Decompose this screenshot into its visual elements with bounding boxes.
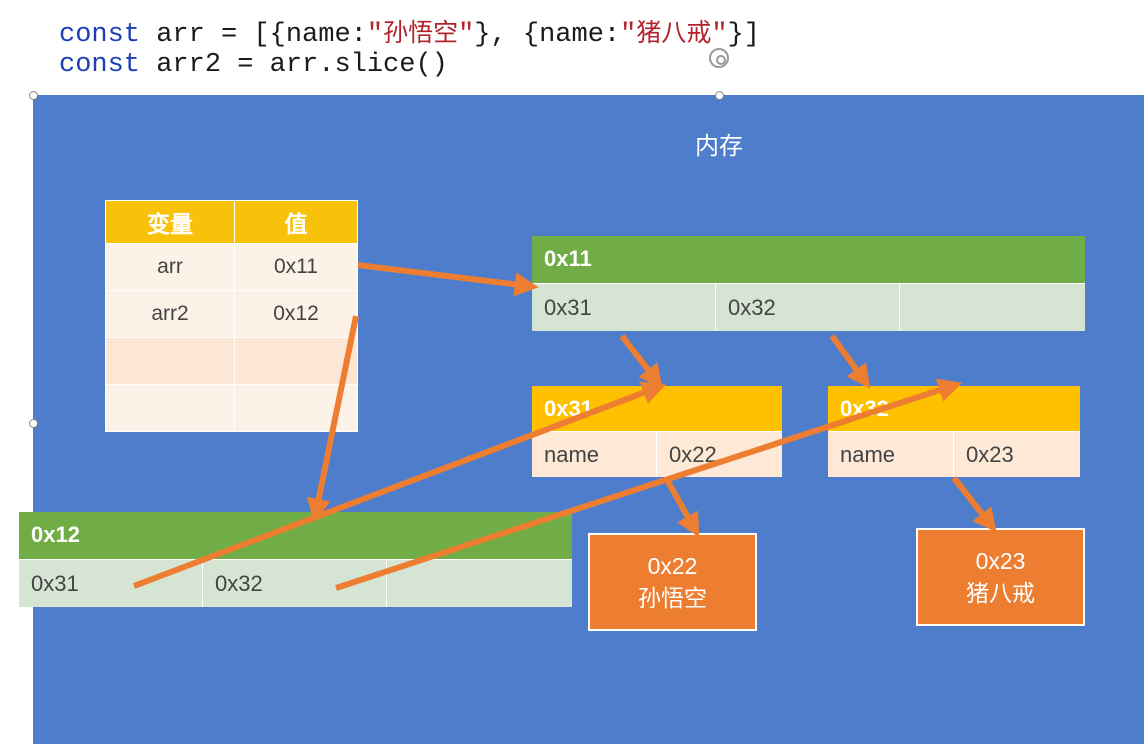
array-object-row: 0x31 0x32	[19, 559, 572, 607]
string-literal-1: 孙悟空	[383, 18, 459, 47]
resize-handle-middle-left[interactable]	[29, 419, 38, 428]
arrow-arr2-to-0x12	[306, 315, 359, 523]
code-text: arr = [{name:	[140, 20, 367, 50]
quote: "	[458, 20, 475, 50]
arrow-0x32-0x23	[951, 476, 997, 533]
property-key: name	[532, 432, 657, 477]
arrow-0x11-0x31	[619, 334, 663, 389]
string-0x23: 0x23 猪八戒	[916, 528, 1085, 626]
array-object-arr2: 0x12 0x31 0x32	[19, 512, 572, 607]
var-value-cell: 0x12	[234, 290, 358, 338]
string-value: 孙悟空	[638, 585, 707, 611]
string-value: 猪八戒	[966, 580, 1035, 606]
array-object-address: 0x11	[532, 236, 1085, 283]
array-element-2	[387, 560, 572, 607]
arrow-0x11-0x32	[829, 334, 871, 389]
var-name-cell: arr2	[105, 290, 235, 338]
resize-handle-top-center[interactable]	[715, 91, 724, 100]
array-element-0: 0x31	[19, 560, 203, 607]
string-address: 0x22	[647, 553, 698, 579]
arrow-0x31-0x22	[663, 476, 700, 538]
arrow-0x12-0x31	[132, 381, 667, 589]
arrow-0x12-0x32	[335, 378, 963, 591]
code-text: }]	[727, 20, 760, 50]
array-element-0: 0x31	[532, 284, 716, 331]
memory-title: 内存	[695, 133, 743, 160]
var-name-cell	[105, 337, 235, 385]
array-element-1: 0x32	[716, 284, 900, 331]
var-value-cell: 0x11	[234, 243, 358, 291]
arrow-arr-to-0x11	[357, 262, 539, 297]
array-element-1: 0x32	[203, 560, 387, 607]
property-value: 0x23	[954, 432, 1080, 477]
header-value: 值	[234, 200, 358, 244]
quote: "	[711, 20, 728, 50]
string-address: 0x23	[975, 548, 1026, 574]
code-line-2: const arr2 = arr.slice()	[59, 49, 448, 82]
property-value: 0x22	[657, 432, 782, 477]
array-object-row: 0x31 0x32	[532, 283, 1085, 331]
keyword-const: const	[59, 50, 141, 80]
keyword-const: const	[59, 20, 141, 50]
var-name-cell	[105, 384, 235, 432]
property-key: name	[828, 432, 954, 477]
string-0x22: 0x22 孙悟空	[588, 533, 757, 631]
code-text: arr2 = arr.slice()	[140, 50, 448, 80]
rotate-handle-icon[interactable]	[709, 48, 729, 68]
quote: "	[366, 20, 384, 50]
quote: "	[620, 20, 637, 50]
resize-handle-top-left[interactable]	[29, 91, 38, 100]
object-property-row: name 0x22	[532, 431, 782, 477]
code-text: }, {name:	[474, 20, 621, 50]
array-object-arr: 0x11 0x31 0x32	[532, 236, 1085, 331]
array-object-address: 0x12	[19, 512, 572, 559]
array-element-2	[900, 284, 1085, 331]
object-property-row: name 0x23	[828, 431, 1080, 477]
var-name-cell: arr	[105, 243, 235, 291]
code-line-1: const arr = [{name:"孙悟空"}, {name:"猪八戒"}]	[59, 16, 760, 52]
string-literal-2: 猪八戒	[636, 18, 712, 47]
